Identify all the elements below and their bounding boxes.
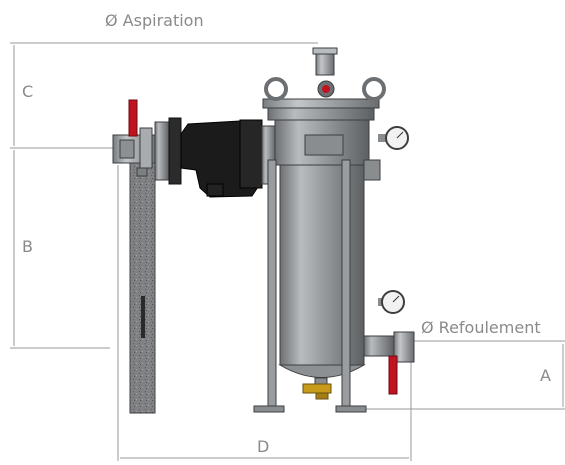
lid-hardware: [264, 47, 386, 101]
outlet-valve-handle: [388, 355, 398, 395]
pump-body: [180, 119, 277, 198]
aspiration-label: Ø Aspiration: [105, 11, 204, 30]
dim-c-label: C: [22, 82, 34, 101]
dim-a-label: A: [540, 366, 551, 385]
outlet-pipe: [363, 331, 415, 363]
drain-valve: [302, 377, 332, 400]
dimension-lines: [10, 42, 565, 461]
pressure-gauge-top: [378, 126, 409, 150]
dim-b-label: B: [22, 237, 33, 256]
pipe-slot: [141, 296, 145, 338]
housing-leg-left: [267, 159, 277, 411]
housing-leg-right: [341, 159, 351, 411]
pressure-gauge-bottom: [378, 290, 405, 314]
inlet-valve-handle: [128, 99, 138, 137]
suction-pipe: [112, 127, 159, 414]
refoulement-label: Ø Refoulement: [421, 318, 541, 337]
filter-housing: [253, 98, 381, 413]
air-vent: [315, 52, 335, 76]
dim-d-label: D: [257, 437, 270, 456]
inlet-flange: [154, 117, 182, 185]
